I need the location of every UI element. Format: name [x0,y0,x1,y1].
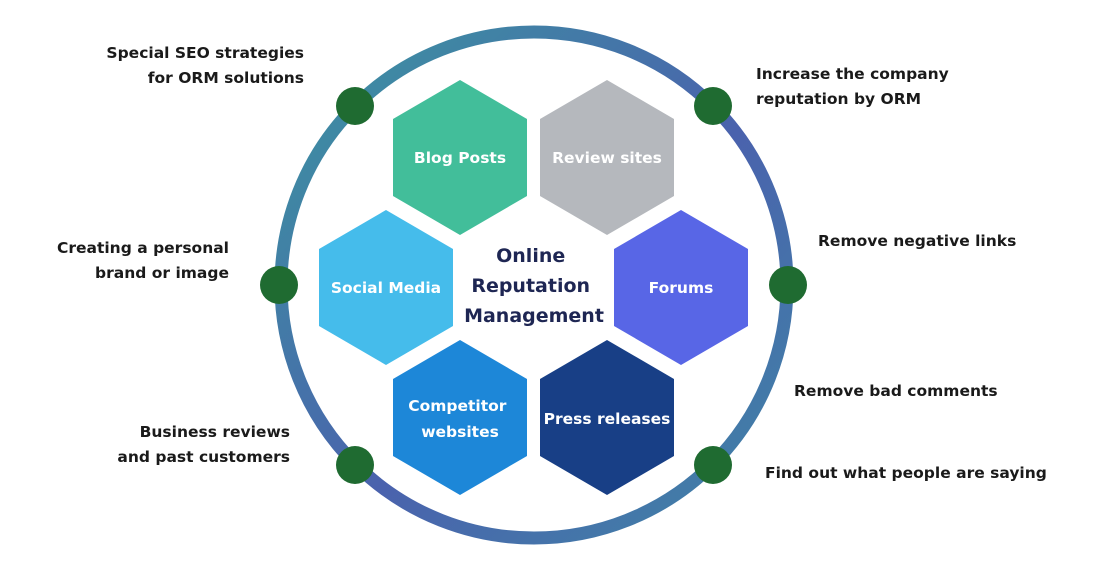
hex-label-line: Competitor [408,397,507,415]
center-title-line: Online [496,245,565,267]
label-seo-strategies: Special SEO strategies for ORM solutions [106,44,304,87]
ring-marker-right [769,266,807,304]
hex-label-line: websites [421,423,499,441]
ring-marker-bottom-right [694,446,732,484]
hexagon-social-media: Social Media [319,210,453,365]
label-remove-bad-comments: Remove bad comments [794,382,998,400]
hex-label-line: Social Media [331,279,441,297]
label-increase-reputation: Increase the company reputation by ORM [756,65,949,108]
label-business-reviews: Business reviews and past customers [117,423,290,466]
hex-label-line: Review sites [552,149,662,167]
hexagon-review-sites: Review sites [540,80,674,235]
svg-text:Forums: Forums [649,279,714,297]
svg-text:Social Media: Social Media [331,279,441,297]
hex-label-line: Forums [649,279,714,297]
hex-label-line: Press releases [544,410,671,428]
hexagon-forums: Forums [614,210,748,365]
ring-marker-top-left [336,87,374,125]
svg-text:Press releases: Press releases [544,410,671,428]
ring-marker-bottom-left [336,446,374,484]
center-title-line: Reputation [471,275,590,297]
hex-label-line: Blog Posts [414,149,506,167]
hexagon-press-releases: Press releases [540,340,674,495]
hexagon-competitor-websites: Competitor websites [393,340,527,495]
label-remove-negative-links: Remove negative links [818,232,1017,250]
svg-text:Competitor websites: Competitor websites [408,397,512,441]
ring-marker-left [260,266,298,304]
ring-marker-top-right [694,87,732,125]
svg-text:Blog Posts: Blog Posts [414,149,506,167]
svg-text:Review sites: Review sites [552,149,662,167]
center-title-line: Management [464,305,604,327]
label-find-out-what-people-say: Find out what people are saying [765,464,1047,482]
center-title: Online Reputation Management [464,245,604,327]
label-personal-brand: Creating a personal brand or image [56,239,229,282]
hexagon-blog-posts: Blog Posts [393,80,527,235]
